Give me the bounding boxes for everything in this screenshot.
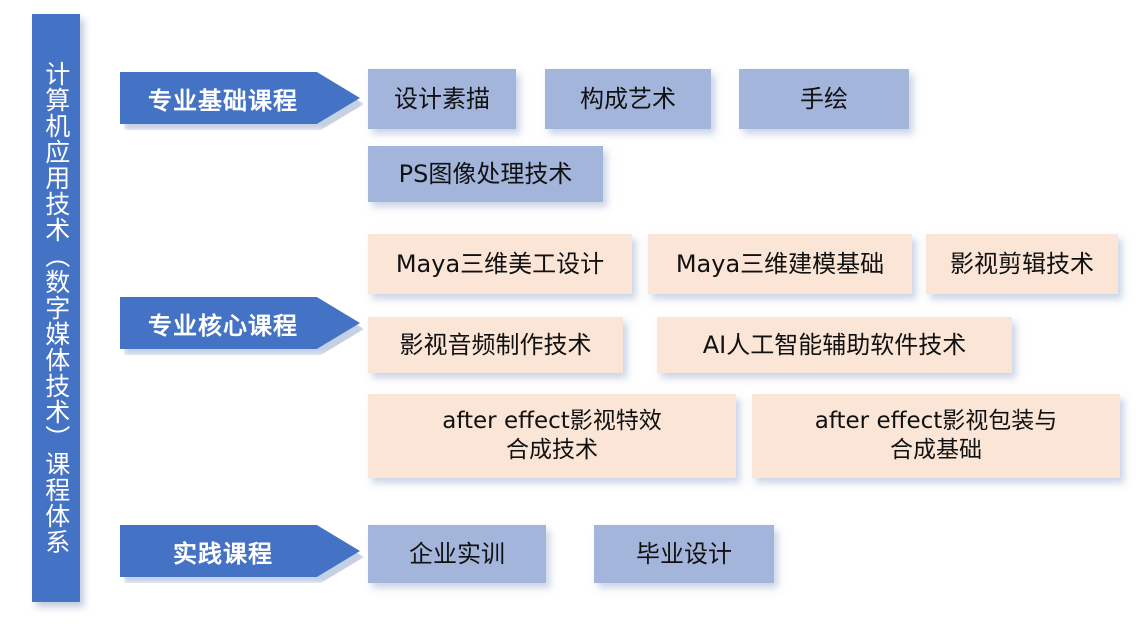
course-label-line2: 合成基础 xyxy=(890,437,982,463)
arrow-label-basic[interactable]: 专业基础课程 xyxy=(120,72,360,124)
course-box[interactable]: after effect影视包装与 合成基础 xyxy=(752,394,1120,478)
course-box[interactable]: after effect影视特效 合成技术 xyxy=(368,394,736,478)
course-box[interactable]: 影视剪辑技术 xyxy=(926,234,1118,294)
course-box[interactable]: 构成艺术 xyxy=(545,69,711,129)
course-label-line1: after effect影视包装与 xyxy=(814,408,1058,435)
course-box[interactable]: PS图像处理技术 xyxy=(368,146,603,202)
course-box[interactable]: 企业实训 xyxy=(368,525,546,583)
course-label-line1: after effect影视特效 xyxy=(442,408,662,435)
course-box[interactable]: Maya三维建模基础 xyxy=(648,234,912,294)
arrow-label-practice[interactable]: 实践课程 xyxy=(120,525,360,577)
course-box[interactable]: 影视音频制作技术 xyxy=(368,317,623,373)
course-box[interactable]: 设计素描 xyxy=(368,69,516,129)
course-box[interactable]: 手绘 xyxy=(739,69,909,129)
course-label-line2: 合成技术 xyxy=(506,437,598,463)
arrow-label-core[interactable]: 专业核心课程 xyxy=(120,297,360,349)
course-box[interactable]: 毕业设计 xyxy=(594,525,774,583)
vertical-banner: 计算机应用技术（数字媒体技术）课程体系 xyxy=(32,14,80,602)
course-box[interactable]: Maya三维美工设计 xyxy=(368,234,632,294)
course-box[interactable]: AI人工智能辅助软件技术 xyxy=(657,317,1012,373)
banner-title: 计算机应用技术（数字媒体技术）课程体系 xyxy=(41,61,71,555)
